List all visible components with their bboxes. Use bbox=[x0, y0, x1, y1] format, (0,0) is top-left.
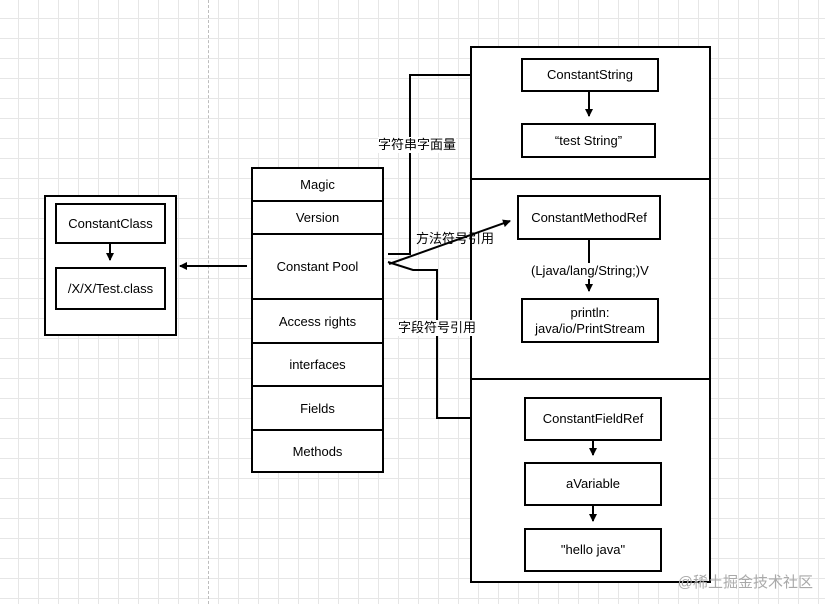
a-variable-box: aVariable bbox=[524, 462, 662, 506]
class-file-structure: Magic Version Constant Pool Access right… bbox=[251, 167, 384, 473]
constant-pool-field: Constant Pool bbox=[253, 235, 382, 300]
constant-fieldref-box: ConstantFieldRef bbox=[524, 397, 662, 441]
magic-field: Magic bbox=[253, 169, 382, 202]
version-field: Version bbox=[253, 202, 382, 235]
field-ref-label: 字段符号引用 bbox=[398, 320, 477, 336]
method-ref-label: 方法符号引用 bbox=[416, 231, 495, 246]
fieldref-connector bbox=[387, 261, 470, 419]
string-literal-label: 字符串字面量 bbox=[378, 137, 457, 153]
section-divider bbox=[470, 178, 711, 180]
section-divider bbox=[470, 378, 711, 380]
constant-string-box: ConstantString bbox=[521, 58, 659, 92]
interfaces-field: interfaces bbox=[253, 344, 382, 387]
class-path-box: /X/X/Test.class bbox=[55, 267, 166, 310]
divider-line bbox=[208, 0, 209, 604]
access-rights-field: Access rights bbox=[253, 300, 382, 344]
watermark: @稀土掘金技术社区 bbox=[677, 574, 813, 591]
println-box: println: java/io/PrintStream bbox=[521, 298, 659, 343]
constant-methodref-box: ConstantMethodRef bbox=[517, 195, 661, 240]
test-string-box: “test String” bbox=[521, 123, 656, 158]
constant-class-box: ConstantClass bbox=[55, 203, 166, 244]
descriptor-label: (Ljava/lang/String;)V bbox=[531, 263, 649, 279]
methods-field: Methods bbox=[292, 443, 343, 459]
string-connector bbox=[388, 74, 470, 255]
hello-java-box: "hello java" bbox=[524, 528, 662, 572]
fields-field: Fields bbox=[253, 387, 382, 431]
